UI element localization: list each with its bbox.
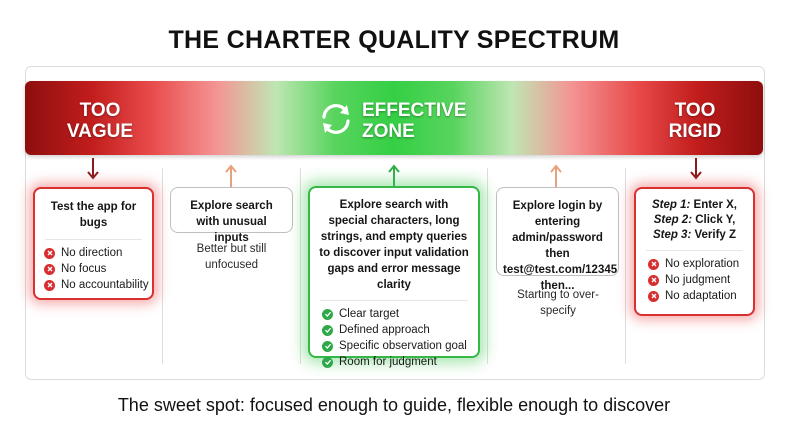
column-divider [162,168,163,364]
vague-charter-card: Test the app for bugs No direction No fo… [33,187,154,300]
list-item: No adaptation [648,288,753,304]
page-title: THE CHARTER QUALITY SPECTRUM [168,26,620,54]
arrow-down-icon [690,158,702,180]
card-title: Explore login by entering admin/password… [503,200,618,292]
rigid-charter-card: Step 1: Enter X, Step 2: Click Y, Step 3… [634,187,755,316]
too-rigid-label: TOO RIGID [668,100,722,142]
list-item-label: No accountability [61,279,149,291]
card-title: Explore search with unusual inputs [190,200,273,244]
card-separator [646,250,743,251]
refresh-cycle-icon [322,104,350,134]
step-label: Step 1: [651,199,691,211]
step-label: Step 3: [652,229,692,241]
x-circle-icon [44,247,55,259]
arrow-up-icon [388,164,400,188]
x-circle-icon [44,279,55,291]
column-divider [625,168,626,364]
list-item-label: No exploration [665,258,740,270]
step-line: Step 3: Verify Z [636,228,753,243]
list-item-label: No focus [61,263,107,275]
spectrum-band [25,81,763,155]
list-item: No focus [44,261,152,277]
list-item-label: No adaptation [665,290,737,302]
too-vague-label: TOO VAGUE [66,100,134,142]
card-title: Explore search with special characters, … [319,199,469,291]
issue-list: No direction No focus No accountability [35,245,152,293]
list-item: Room for judgment [322,354,478,370]
strength-list: Clear target Defined approach Specific o… [310,306,478,370]
overspecify-caption: Starting to over-specify [517,289,599,317]
list-item-label: Clear target [339,308,400,320]
list-item-label: No direction [61,247,123,259]
step-label: Step 2: [653,214,693,226]
step-line: Step 1: Enter X, [636,198,753,213]
card-title: Test the app for bugs [50,201,137,229]
x-circle-icon [648,258,659,270]
unfocused-charter-card: Explore search with unusual inputs [170,187,293,244]
check-circle-icon [322,340,333,352]
list-item-label: No judgment [665,274,731,286]
effective-charter-card: Explore search with special characters, … [308,186,480,368]
column-divider [487,168,488,364]
footer-caption: The sweet spot: focused enough to guide,… [117,395,671,415]
arrow-up-icon [550,164,562,188]
list-item: No judgment [648,272,753,288]
x-circle-icon [44,263,55,275]
issue-list: No exploration No judgment No adaptation [636,256,753,304]
list-item-label: Defined approach [339,324,430,336]
check-circle-icon [322,308,333,320]
list-item: No exploration [648,256,753,272]
list-item: Defined approach [322,322,478,338]
step-text: Verify Z [694,229,737,241]
list-item: Clear target [322,306,478,322]
list-item: Specific observation goal [322,338,478,354]
arrow-up-icon [225,164,237,188]
step-text: Enter X, [693,199,737,211]
effective-zone-label: EFFECTIVE ZONE [362,100,467,142]
unfocused-caption: Better but still unfocused [196,243,267,271]
check-circle-icon [322,356,333,368]
list-item: No direction [44,245,152,261]
list-item: No accountability [44,277,152,293]
overspecify-charter-card: Explore login by entering admin/password… [496,187,619,292]
step-list: Step 1: Enter X, Step 2: Click Y, Step 3… [636,198,753,243]
card-separator [45,239,142,240]
x-circle-icon [648,290,659,302]
list-item-label: Specific observation goal [339,340,467,352]
column-divider [300,168,301,364]
step-line: Step 2: Click Y, [636,213,753,228]
arrow-down-icon [87,158,99,180]
x-circle-icon [648,274,659,286]
list-item-label: Room for judgment [339,356,437,368]
card-separator [320,300,468,301]
check-circle-icon [322,324,333,336]
step-text: Click Y, [695,214,736,226]
